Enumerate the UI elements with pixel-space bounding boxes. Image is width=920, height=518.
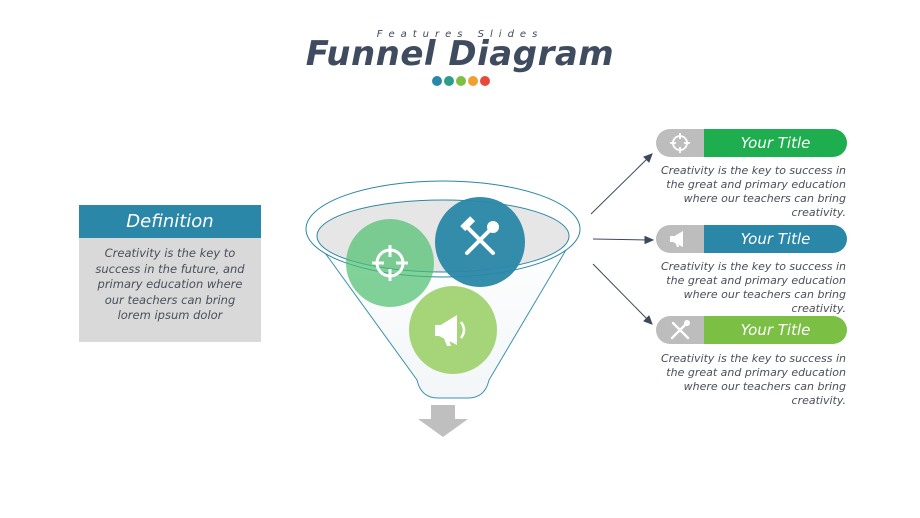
slide-title: Funnel Diagram	[305, 34, 615, 74]
item-pill-3: Your Title	[656, 316, 847, 344]
item-text-1: Creativity is the key to success in the …	[660, 164, 846, 219]
item-pill-2: Your Title	[656, 225, 847, 253]
connector-arrow-1	[590, 156, 650, 215]
color-dot	[432, 76, 442, 86]
down-arrow-icon	[418, 405, 468, 437]
tools-icon	[656, 316, 704, 344]
megaphone-icon	[435, 315, 466, 346]
tools-icon	[460, 216, 499, 255]
connector-arrow-2	[592, 238, 649, 241]
color-dot	[480, 76, 490, 86]
color-dots	[432, 76, 490, 86]
megaphone-icon	[656, 225, 704, 253]
color-dot	[468, 76, 478, 86]
item-title-3: Your Title	[704, 316, 847, 344]
item-text-2: Creativity is the key to success in the …	[660, 260, 846, 315]
crosshair-icon	[656, 129, 704, 157]
definition-header: Definition	[79, 205, 261, 238]
slide-kicker: Features Slides	[376, 29, 544, 40]
color-dot	[456, 76, 466, 86]
circle-crosshair	[346, 219, 434, 307]
item-pill-1: Your Title	[656, 129, 847, 157]
item-text-3: Creativity is the key to success in the …	[660, 352, 846, 407]
item-title-2: Your Title	[704, 225, 847, 253]
crosshair-icon	[372, 245, 408, 281]
color-dot	[444, 76, 454, 86]
definition-body: Creativity is the key to success in the …	[79, 238, 261, 342]
connector-arrow-3	[592, 263, 649, 321]
item-title-1: Your Title	[704, 129, 847, 157]
